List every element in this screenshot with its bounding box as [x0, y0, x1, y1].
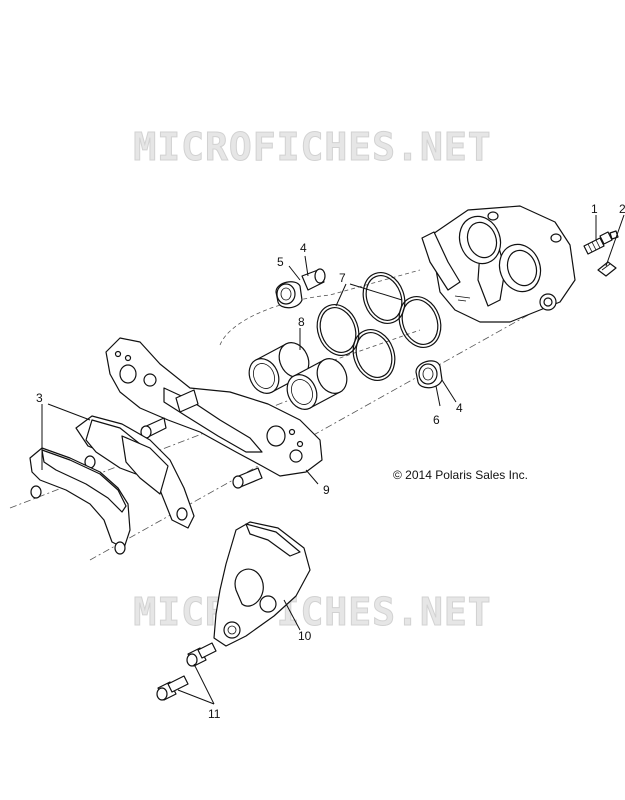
copyright-notice: © 2014 Polaris Sales Inc. [393, 468, 528, 482]
bolts [156, 642, 217, 701]
callout-6: 6 [433, 413, 440, 427]
callout-2: 2 [619, 202, 625, 216]
bleeder-screw-part [583, 230, 619, 255]
bleeder-cap-part [597, 261, 617, 277]
pistons [248, 342, 348, 410]
callout-10: 10 [298, 629, 312, 643]
callout-9: 9 [323, 483, 330, 497]
callout-7: 7 [339, 271, 346, 285]
callout-1: 1 [591, 202, 598, 216]
callout-5: 5 [277, 255, 284, 269]
callout-8: 8 [298, 315, 305, 329]
upper-boot-and-bushing [275, 268, 326, 309]
callout-4-upper: 4 [300, 241, 307, 255]
caliper-body [421, 205, 576, 323]
callout-leader-lines [41, 214, 625, 705]
callout-4-lower: 4 [456, 401, 463, 415]
lower-boot-and-bushing [415, 360, 443, 389]
callout-11: 11 [208, 707, 221, 721]
mount-bracket [213, 521, 311, 647]
brake-pads [29, 415, 195, 555]
callout-3: 3 [36, 391, 43, 405]
piston-seals [316, 272, 442, 381]
caliper-bracket [105, 337, 323, 489]
